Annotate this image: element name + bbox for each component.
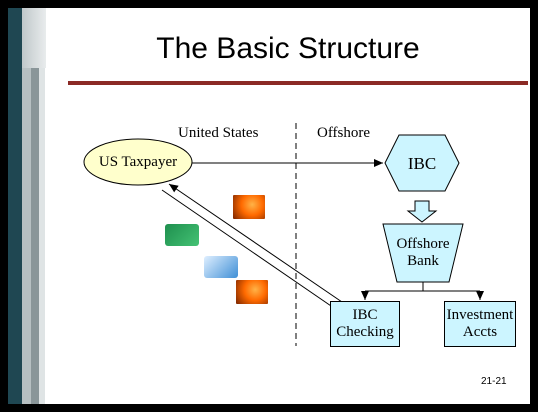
title-rule	[68, 81, 528, 85]
taxpayer-ellipse	[83, 138, 193, 186]
ibc-hexagon	[384, 134, 460, 192]
offshore-bank-label-line1: Offshore	[396, 236, 450, 252]
sidebar-accent	[22, 8, 46, 68]
credit-card-green-icon	[165, 224, 199, 246]
diagram-canvas	[83, 123, 484, 346]
credit-card-blue-icon	[204, 256, 238, 278]
arrow-checking-to-taxpayer	[168, 183, 343, 303]
ibc-checking-node: IBC Checking	[330, 301, 400, 347]
ibc-checking-label-line2: Checking	[336, 324, 394, 340]
power-tower-photo-icon	[233, 195, 265, 219]
power-tower-photo-icon	[236, 280, 268, 304]
ibc-checking-label-line1: IBC	[352, 307, 378, 323]
slide-number: 21-21	[481, 376, 507, 387]
offshore-bank-node: Offshore Bank	[383, 224, 463, 282]
region-label-united-states: United States	[178, 125, 259, 141]
block-arrow-down	[406, 200, 438, 223]
ibc-node: IBC	[407, 153, 437, 173]
sidebar-stripe	[39, 8, 45, 404]
slide-title: The Basic Structure	[156, 32, 420, 65]
investment-accts-node: Investment Accts	[444, 301, 516, 347]
sidebar-stripe	[31, 8, 39, 404]
region-label-offshore: Offshore	[317, 125, 371, 141]
offshore-bank-trapezoid	[382, 223, 464, 283]
taxpayer-node: US Taxpayer	[98, 153, 178, 170]
investment-accts-label-line2: Accts	[462, 324, 498, 340]
sidebar-stripe	[8, 8, 22, 404]
sidebar-stripe	[22, 8, 31, 404]
slide: The Basic Structure United States Offsho…	[8, 8, 530, 404]
offshore-bank-label-line2: Bank	[407, 253, 439, 269]
investment-accts-label-line1: Investment	[446, 307, 514, 323]
arrow-taxpayer-to-checking	[161, 189, 335, 309]
